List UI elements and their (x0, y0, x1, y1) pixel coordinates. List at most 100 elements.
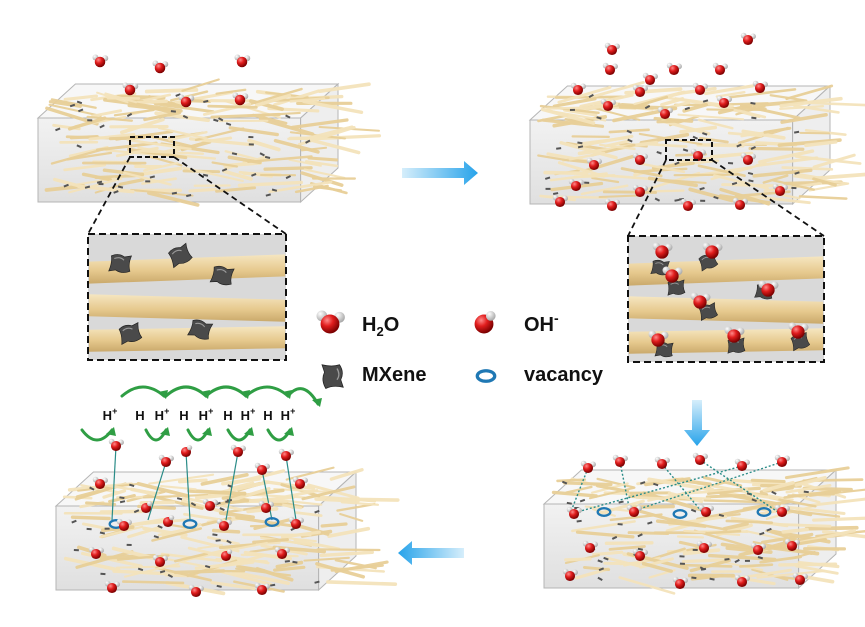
water-molecule-icon (626, 504, 642, 518)
water-molecule-icon (202, 498, 218, 512)
water-molecule-icon (288, 516, 304, 530)
water-molecule-icon (108, 438, 124, 452)
proton-label: H (135, 408, 144, 423)
proton-label: H+ (281, 406, 296, 423)
proton-label: H (223, 408, 232, 423)
water-molecule-icon (188, 584, 204, 598)
water-molecule-icon (758, 280, 779, 297)
water-molecule-icon (774, 454, 790, 468)
water-molecule-icon (104, 580, 120, 594)
water-molecule-icon (750, 542, 766, 556)
legend-mxene-label: MXene (362, 364, 426, 386)
proton-label: H+ (199, 406, 214, 423)
membrane-panel-hbond-network (542, 466, 865, 595)
legend-water-icon (316, 310, 345, 334)
hydroxide-ion-icon (180, 445, 193, 458)
water-molecule-icon (562, 568, 578, 582)
water-molecule-icon (632, 152, 648, 166)
vacancy-icon (182, 519, 198, 529)
hop-arrow-icon (164, 385, 210, 399)
water-molecule-icon (632, 184, 648, 198)
proton-label: H (179, 408, 188, 423)
water-molecule-icon (692, 82, 708, 96)
membrane-panel-proton-hopping (54, 466, 400, 596)
legend-hydroxide-sup: - (554, 310, 559, 326)
water-molecule-icon (716, 95, 732, 109)
hop-arrow-icon (80, 427, 116, 442)
hop-arrow-icon (186, 427, 212, 442)
flow-arrow-icon (398, 541, 464, 565)
water-molecule-icon (774, 504, 790, 518)
water-molecule-icon (278, 448, 294, 462)
water-molecule-icon (88, 546, 104, 560)
water-molecule-icon (582, 540, 598, 554)
water-molecule-icon (122, 82, 139, 96)
water-molecule-icon (254, 462, 270, 476)
water-molecule-icon (784, 538, 800, 552)
water-molecule-icon (654, 456, 670, 470)
mxene-flake-icon (108, 254, 133, 273)
water-molecule-icon (712, 62, 728, 76)
water-molecule-icon (734, 574, 750, 588)
water-molecule-icon (698, 504, 714, 518)
water-molecule-icon (632, 84, 648, 98)
water-molecule-icon (580, 460, 596, 474)
hop-arrow-icon (244, 385, 292, 399)
inset-zoom-hydrated (627, 235, 825, 363)
mxene-flake-icon (168, 242, 193, 269)
water-molecule-icon (602, 62, 618, 76)
water-molecule-icon (788, 322, 809, 339)
hydroxide-ion-icon (220, 549, 233, 562)
water-molecule-icon (724, 326, 745, 343)
water-molecule-icon (772, 183, 788, 197)
water-molecule-icon (680, 198, 696, 212)
zoom-connectors (87, 136, 825, 237)
proton-label: H+ (103, 406, 118, 423)
water-molecule-icon (740, 152, 756, 166)
water-molecule-icon (702, 242, 723, 259)
water-molecule-icon (586, 157, 602, 171)
cellulose-fibers (537, 81, 865, 206)
flow-arrow-icon (684, 400, 710, 446)
flow-arrow-icon (402, 161, 478, 185)
water-molecule-icon (696, 540, 712, 554)
water-molecule-icon (690, 292, 711, 309)
water-molecule-icon (216, 518, 232, 532)
inset-zoom-initial (87, 233, 287, 361)
hydroxide-ion-icon (162, 515, 175, 528)
water-molecule-icon (672, 576, 688, 590)
legend-water-main: H (362, 314, 376, 336)
hydrogen-bond-network-left (111, 445, 297, 521)
water-molecule-icon (740, 32, 756, 46)
water-molecule-icon (666, 62, 682, 76)
water-molecule-icon (734, 458, 750, 472)
legend-hydroxide-main: OH (524, 314, 554, 336)
proton-label: H+ (155, 406, 170, 423)
water-molecule-icon (92, 476, 108, 490)
water-molecule-icon (600, 98, 616, 112)
vacancy-icon (672, 509, 688, 519)
water-molecule-icon (230, 444, 246, 458)
hop-arrow-icon (266, 427, 294, 442)
water-molecule-icon (732, 197, 748, 211)
water-molecule-icon (274, 546, 290, 560)
mxene-flake-icon (118, 321, 143, 345)
water-molecule-icon (604, 198, 620, 212)
water-molecule-icon (652, 242, 673, 259)
water-molecule-icon (292, 476, 308, 490)
proton-label: H+ (241, 406, 256, 423)
water-molecule-icon (92, 54, 109, 68)
water-molecule-icon (234, 54, 251, 68)
water-molecule-icon (570, 82, 586, 96)
legend-vacancy-label: vacancy (524, 364, 604, 386)
water-molecule-icon (254, 582, 270, 596)
legend-hydroxide-label: OH- (524, 310, 559, 336)
water-molecule-icon (258, 500, 274, 514)
legend-vacancy-icon (475, 369, 497, 383)
water-molecule-icon (792, 572, 808, 586)
water-molecule-icon (692, 452, 708, 466)
hop-arrow-icon (144, 427, 170, 442)
membrane-panel-initial (36, 78, 382, 207)
